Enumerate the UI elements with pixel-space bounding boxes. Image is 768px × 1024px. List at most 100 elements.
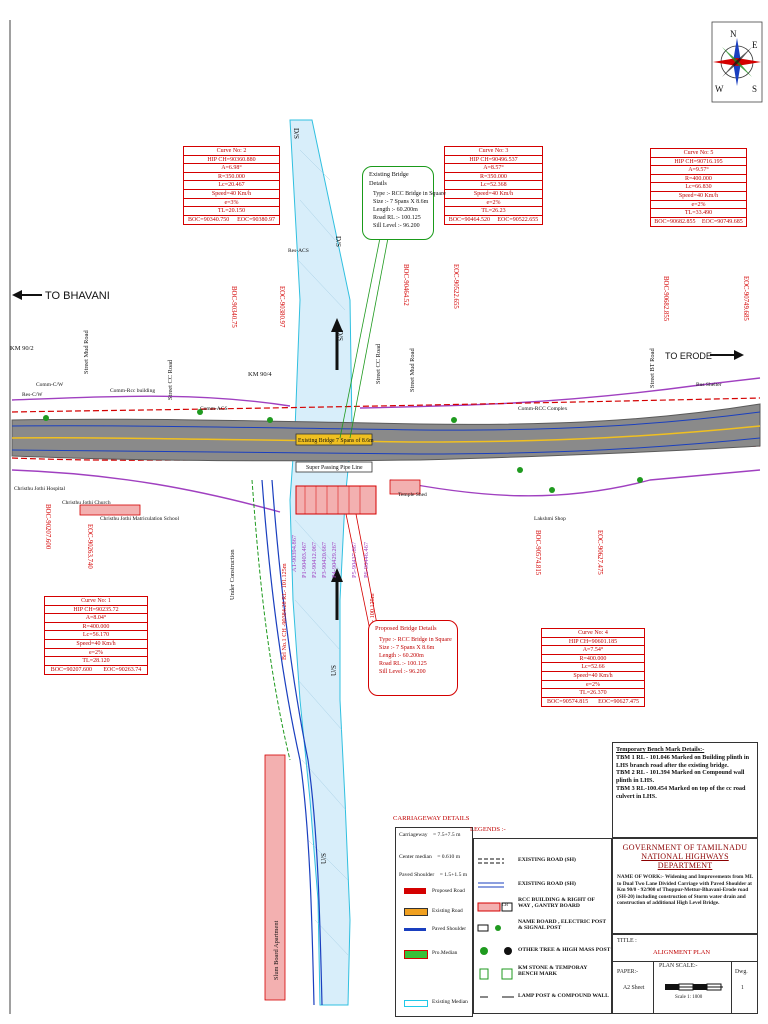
cw-label: Center median [399,854,432,860]
curve-boc-eoc: BOC=90464.520 EOC=90522.655 [445,216,542,225]
legend-swatch-existing-median [404,1000,428,1007]
slum-board-label: Slum Board Apartment [273,920,280,980]
us-mid-label: U/S [330,665,338,676]
carriageway-box: Carriageway = 7.5+7.5 m Center median = … [395,827,473,1017]
pier-p5-label: P5-90437.867 [351,541,358,578]
legend-shoulder-label: Paved Shoulder [432,926,466,932]
curve-eoc: EOC=90380.97 [237,216,276,223]
tbm-title: Temporary Bench Mark Details:- [616,746,705,753]
carriageway-title: CARRIAGEWAY DETAILS [393,815,470,822]
legend-item: EXISTING ROAD (SH) [518,857,576,863]
flow-arrow [331,318,343,620]
tbm-line: TBM 1 RL - 101.046 Marked on Building pl… [616,753,750,769]
curve-title: Curve No: 4 [542,629,644,638]
leader-lines-red [345,513,381,641]
existing-bridge-line: Road RL :- 100.125 [373,215,421,222]
km-90-4-label: KM 90/4 [248,371,272,378]
comm-acs-label: Comm-ACS [200,406,228,412]
leader-lines [339,237,389,439]
tbm-line: TBM 3 RL-100.454 Marked on top of the cc… [616,784,746,800]
tbm-line: TBM 2 RL - 101.394 Marked on Compound wa… [616,769,745,784]
title-divider [613,961,757,962]
curve-table-2: Curve No: 2 HIP CH=90360.880 A=6.98° R=3… [183,146,280,226]
christhu-hospital-label: Christhu Jothi Hospital [14,486,66,492]
gov-line2: NATIONAL HIGHWAYS DEPARTMENT [641,852,729,870]
cw-row: Center median = 0.610 m [399,854,460,860]
legend-median-label: Pro.Median [432,950,458,956]
curve-row: e=2% [542,681,644,690]
legend-swatch-existing [404,908,428,916]
curve-boc-eoc: BOC=90207.600 EOC=90263.74 [45,666,147,675]
main-road [11,403,761,462]
paper-value: A2 Sheet [623,985,645,991]
curve-row: e=3% [184,199,279,208]
curve-row: HIP CH=90496.537 [445,156,542,165]
scale-bar-icon [665,983,723,991]
pier-p6-label: P6-90446.467 [363,541,370,578]
curve-row: Speed=40 Km/h [651,192,746,201]
curve-eoc: EOC=90749.685 [701,218,743,225]
curve-row: e=2% [651,201,746,210]
curve-row: A=8.04° [45,614,147,623]
existing-bridge-box [295,433,373,446]
existing-bridge-line: Type :- RCC Bridge in Square [373,191,446,197]
curve-row: Lc=52.368 [445,181,542,190]
curve-row: R=400.000 [542,655,644,664]
legend-existing-label: Existing Road [432,908,463,914]
cw-row: Carriageway = 7.5+7.5 m [399,832,460,838]
direction-arrows [12,290,744,360]
paper-divider [653,961,654,1013]
temple-label: Temple Shed [398,492,427,498]
curve-row: HIP CH=90235.72 [45,606,147,615]
comm-cw-label: Comm-C/W [36,382,64,388]
curve-row: A=8.57° [445,164,542,173]
eoc-90749-label: EOC-90749.685 [742,276,749,321]
legend-swatch-shoulder [404,928,426,931]
pier-p4-label: P4-90429.267 [331,541,338,578]
curve-row: HIP CH=90360.880 [184,156,279,165]
cw-label: Carriageway [399,832,428,838]
curve-row: Lc=56.170 [45,631,147,640]
comm-rcc-building-label: Comm-Rcc building [110,388,155,394]
curve-row: A=7.54° [542,646,644,655]
curve-row: HIP CH=90601.185 [542,638,644,647]
curve-row: Lc=52.66 [542,663,644,672]
existing-bridge-label: Existing Bridge 7 Spans of 8.6m [298,437,374,444]
curve-boc: BOC=90340.750 [187,216,230,223]
legend-swatch-proposed [404,888,426,894]
comm-rcc-complex-label: Comm-RCC Complex [518,406,568,412]
curve-row: Speed=40 Km/h [542,672,644,681]
legend-symbols [477,858,514,998]
tree-markers [43,409,643,493]
existing-bridge-line: Size :- 7 Spans X 8.6m [373,199,429,206]
curve-title: Curve No: 2 [184,147,279,156]
legend-cb-label: CB [502,902,509,907]
bus-shelter-label: Bus Shelter [696,382,722,388]
legend-item: OTHER TREE & HIGH MASS POST [518,947,611,953]
dwg-divider [731,961,732,1013]
legends-box: EXISTING ROAD (SH) EXISTING ROAD (SH) RC… [473,838,612,1014]
dwg-label: Dwg. [735,969,748,975]
row-lines [11,377,761,513]
street-bt-label: Street BT Road [649,348,656,388]
curve-table-5: Curve No: 5 HIP CH=90716.195 A=9.57° R=4… [650,148,747,228]
legend-item: NAME BOARD , ELECTRIC POST & SIGNAL POST [518,919,607,931]
government-block: GOVERNMENT OF TAMILNADU NATIONAL HIGHWAY… [612,838,758,934]
boc-90464-label: BOC-90464.52 [402,264,409,306]
curve-row: HIP CH=90716.195 [651,158,746,167]
pier-p1-label: P1-90403.467 [301,541,308,578]
curve-boc: BOC=90207.600 [50,666,92,673]
eoc-90380-label: EOC-90380.97 [278,286,285,328]
title-value: ALIGNMENT PLAN [653,949,711,956]
title-block: TITLE : ALIGNMENT PLAN PAPER:- A2 Sheet … [612,934,758,1014]
christhu-church-label: Christhu Jothi Church [62,500,111,506]
boc-90682-label: BOC-90682.855 [662,276,669,322]
curve-row: Speed=40 Km/h [184,190,279,199]
legends-title: LEGENDS :- [470,826,506,833]
proposed-bridge-line: Sill Level :- 96.200 [379,668,426,675]
curve-row: A=9.57° [651,166,746,175]
res-cw-label: Res-C/W [22,392,43,398]
curve-eoc: EOC=90263.74 [103,666,142,673]
cw-row: Paved Shoulder = 1.5+1.5 m [399,872,467,878]
